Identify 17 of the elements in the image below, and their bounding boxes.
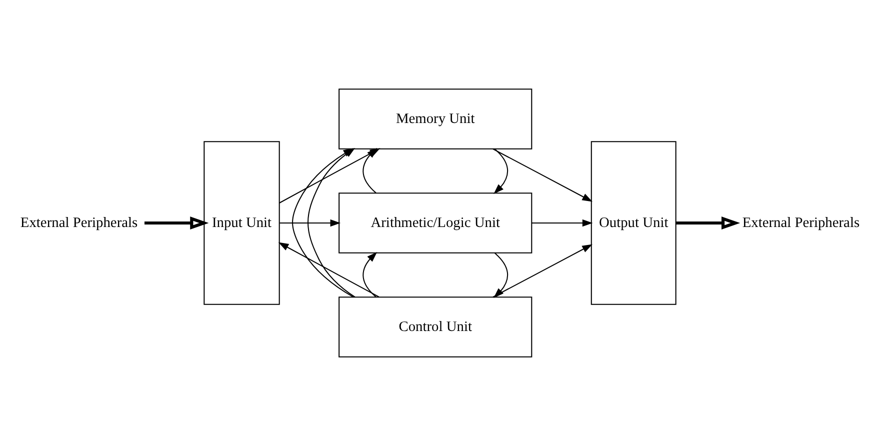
arrow (292, 148, 354, 298)
node-box: Arithmetic/Logic Unit (338, 192, 532, 254)
arrow (362, 252, 378, 298)
node-box: Control Unit (338, 296, 532, 358)
arrow (494, 148, 508, 194)
arrow (144, 216, 209, 230)
arrow (492, 148, 592, 202)
node-text: External Peripherals (742, 214, 860, 231)
arrow (532, 219, 593, 227)
arrow (362, 148, 378, 194)
arrow (278, 242, 380, 298)
arrow (280, 219, 341, 227)
node-text: External Peripherals (20, 214, 138, 231)
node-box: Input Unit (204, 141, 280, 305)
arrow (676, 216, 740, 230)
node-box: Memory Unit (338, 88, 532, 150)
node-box: Output Unit (590, 141, 676, 305)
